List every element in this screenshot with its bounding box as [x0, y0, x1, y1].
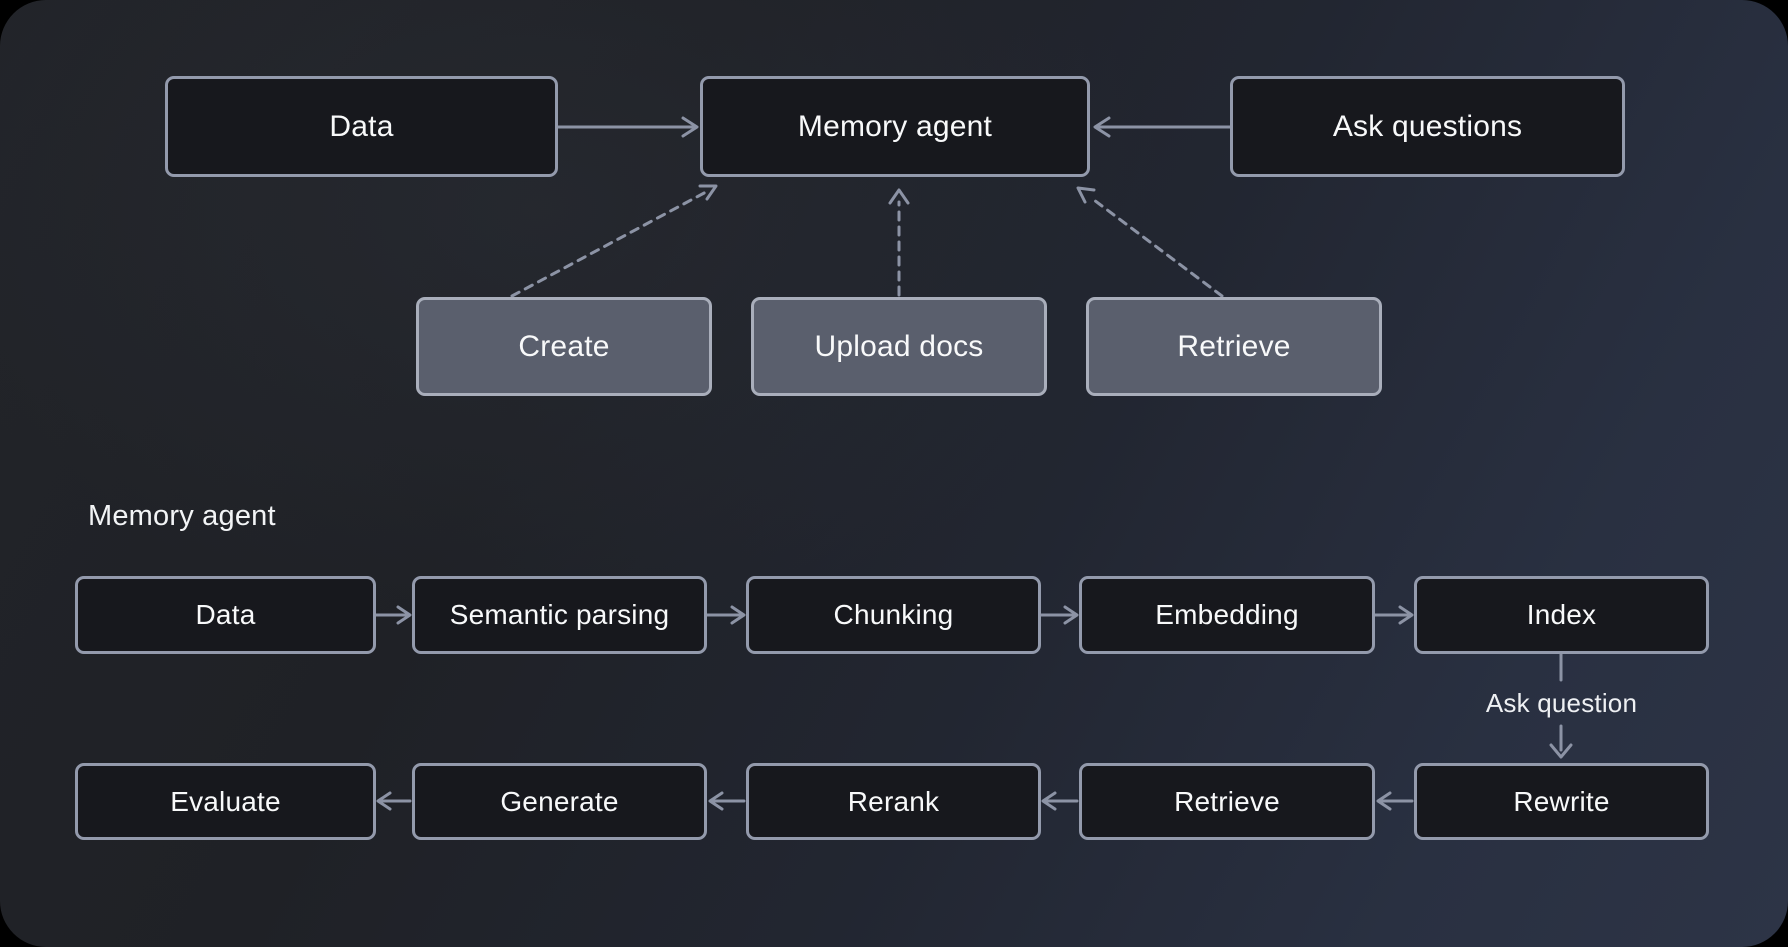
node-generate: Generate	[412, 763, 707, 840]
edge-generate-to-evaluate	[376, 791, 412, 811]
node-ask-questions: Ask questions	[1230, 76, 1625, 177]
node-index: Index	[1414, 576, 1709, 654]
edge-chunking-to-embedding	[1039, 605, 1079, 625]
node-memory-agent: Memory agent	[700, 76, 1090, 177]
edge-upload-docs-to-memory-agent	[888, 188, 910, 297]
node-semantic-parsing: Semantic parsing	[412, 576, 707, 654]
edge-data-to-semantic-parsing	[374, 605, 412, 625]
label-ask-question: Ask question	[1485, 688, 1638, 718]
edge-ask-questions-to-memory-agent	[1093, 116, 1232, 138]
node-upload-docs: Upload docs	[751, 297, 1047, 396]
edge-create-to-memory-agent	[510, 184, 718, 298]
edge-index-to-rewrite	[1549, 652, 1573, 759]
node-rerank: Rerank	[746, 763, 1041, 840]
node-pipeline-data: Data	[75, 576, 376, 654]
node-rewrite: Rewrite	[1414, 763, 1709, 840]
node-evaluate: Evaluate	[75, 763, 376, 840]
node-retrieve-2: Retrieve	[1079, 763, 1375, 840]
edge-rerank-to-generate	[708, 791, 746, 811]
edge-semantic-parsing-to-chunking	[705, 605, 746, 625]
edge-embedding-to-index	[1373, 605, 1414, 625]
node-chunking: Chunking	[746, 576, 1041, 654]
edge-data-to-memory-agent	[556, 116, 699, 138]
node-retrieve: Retrieve	[1086, 297, 1382, 396]
section-title: Memory agent	[88, 500, 276, 532]
edge-retrieve-to-rerank	[1041, 791, 1079, 811]
node-data: Data	[165, 76, 558, 177]
edge-rewrite-to-retrieve	[1376, 791, 1414, 811]
node-create: Create	[416, 297, 712, 396]
edge-retrieve-to-memory-agent	[1076, 186, 1224, 298]
node-embedding: Embedding	[1079, 576, 1375, 654]
